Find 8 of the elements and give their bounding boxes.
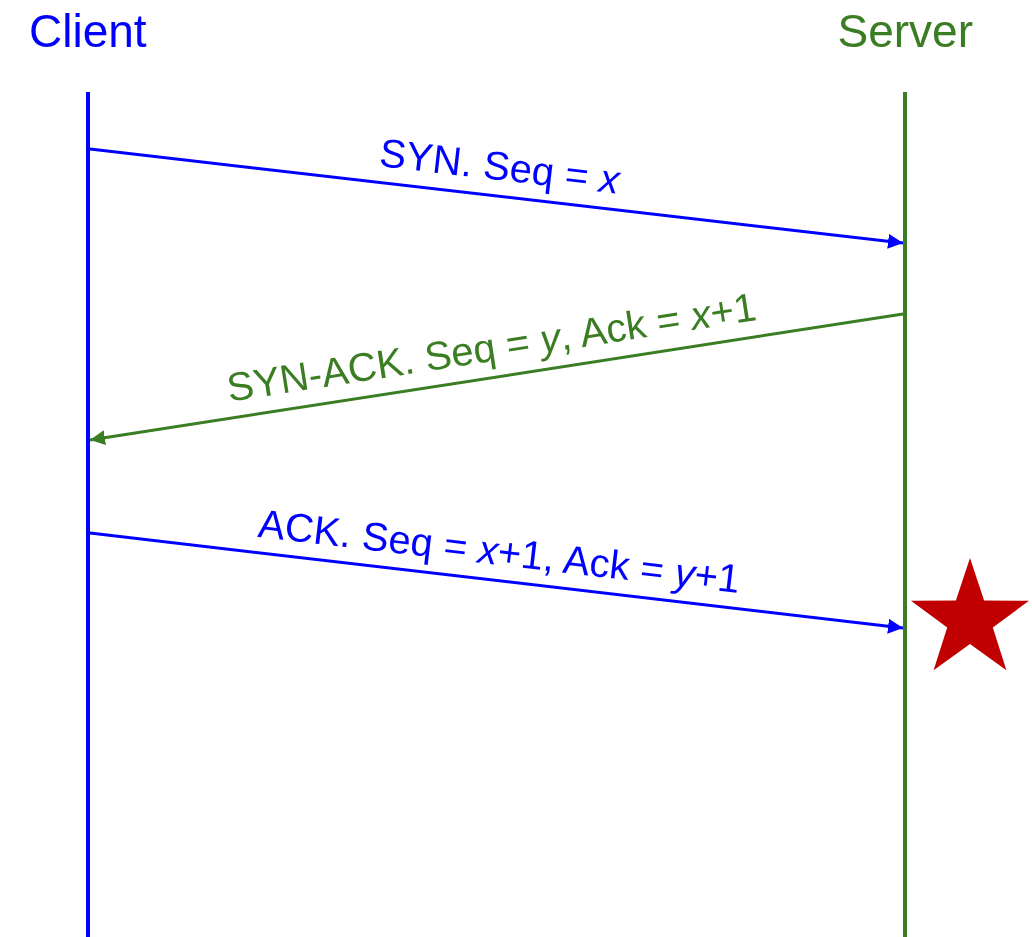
edge-label: SYN-ACK. Seq = y, Ack = x+1 xyxy=(224,283,760,411)
edge-label: ACK. Seq = x+1, Ack = y+1 xyxy=(256,499,744,602)
participant-name: Client xyxy=(29,4,147,59)
arrow xyxy=(89,312,904,446)
arrow xyxy=(89,147,904,249)
edge-label: SYN. Seq = x xyxy=(377,129,623,203)
participant-name: Server xyxy=(837,4,973,59)
arrow xyxy=(89,531,904,634)
